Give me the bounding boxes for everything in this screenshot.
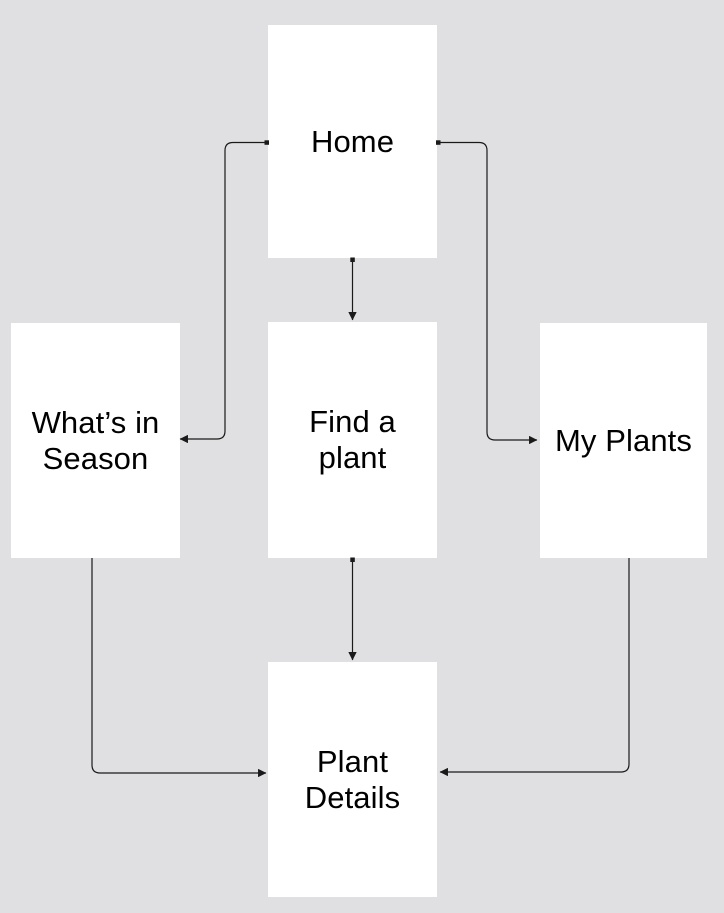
node-my-plants[interactable]: My Plants (540, 323, 707, 558)
node-home-label: Home (310, 123, 395, 159)
node-home[interactable]: Home (268, 25, 437, 258)
node-plant-details-label: Plant Details (304, 743, 401, 815)
node-my-plants-label: My Plants (555, 422, 692, 458)
connector-whats-in-season-to-plant-details (91, 558, 267, 778)
node-find-a-plant-label: Find a plant (309, 404, 396, 475)
connector-start-dot (350, 257, 355, 262)
connector-start-dot (350, 557, 355, 562)
node-plant-details[interactable]: Plant Details (268, 662, 437, 897)
node-whats-in-season[interactable]: What’s in Season (11, 323, 180, 558)
node-find-a-plant[interactable]: Find a plant (268, 322, 437, 558)
connector-home-to-my-plants (438, 141, 538, 445)
node-whats-in-season-label: What’s in Season (31, 404, 160, 476)
connector-home-to-whats-in-season (179, 141, 267, 444)
connector-my-plants-to-plant-details (439, 558, 630, 777)
